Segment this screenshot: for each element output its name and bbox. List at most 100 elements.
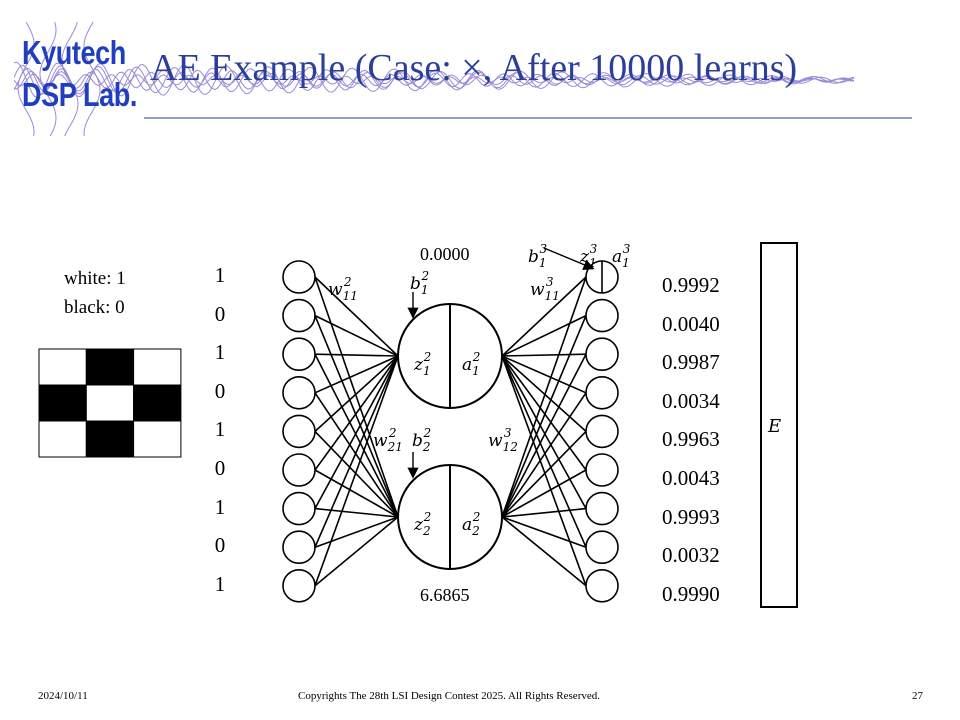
edge-in-6-h2	[314, 469, 399, 518]
label-z1-3: z13	[579, 242, 598, 270]
input-value-9: 1	[214, 571, 226, 596]
edge-h2-out-4	[501, 392, 587, 518]
edge-in-7-h2	[314, 507, 399, 518]
pixel-cell-1-2	[133, 384, 182, 422]
logo-wave-2	[14, 70, 855, 90]
output-neuron-9	[585, 568, 619, 603]
output-value-9: 0.9990	[662, 581, 720, 606]
input-value-1: 1	[214, 263, 226, 287]
pixel-cell-0-0	[38, 348, 87, 386]
edge-h1-out-7	[501, 355, 587, 509]
edge-h1-out-2	[501, 314, 587, 357]
input-neuron-4	[282, 375, 316, 410]
edge-h1-out-5	[501, 355, 587, 432]
output-neuron-6	[585, 453, 619, 487]
output-neuron-7	[585, 491, 619, 526]
output-neuron-2	[585, 298, 619, 333]
edge-in-1-h2	[314, 276, 399, 518]
edge-in-5-h2	[314, 430, 399, 518]
logo-vwave-1	[17, 22, 35, 137]
input-value-6: 0	[214, 456, 226, 480]
label-w12-3: w123	[488, 426, 518, 454]
edge-in-8-h2	[314, 516, 399, 548]
input-neuron-8	[282, 530, 316, 565]
label-a1-3: a13	[612, 242, 631, 270]
input-neuron-1	[282, 260, 316, 294]
input-value-8: 0	[214, 533, 226, 558]
logo-vwave-3	[61, 22, 79, 137]
edge-h2-out-3	[501, 353, 587, 518]
slide-title: AE Example (Case: ×, After 10000 learns)	[150, 47, 798, 89]
edge-in-3-h1	[314, 353, 399, 357]
edge-in-2-h1	[314, 314, 399, 357]
label-b1-3: b13	[528, 242, 548, 270]
edge-h2-out-1	[501, 276, 587, 518]
edge-h2-out-7	[501, 507, 587, 518]
output-neuron-8	[585, 530, 619, 565]
label-b2-2: b22	[412, 426, 431, 454]
label-a1-2: a12	[462, 350, 480, 378]
output-value-1: 0.9992	[662, 273, 720, 297]
edge-h2-out-9	[501, 516, 587, 587]
input-neuron-5	[282, 414, 316, 449]
edge-in-4-h1	[314, 355, 399, 394]
input-neuron-6	[282, 453, 316, 487]
input-value-2: 0	[214, 301, 226, 326]
output-value-6: 0.0043	[662, 466, 720, 490]
output-value-7: 0.9993	[662, 504, 720, 529]
edge-h1-out-3	[501, 353, 587, 357]
output-value-2: 0.0040	[662, 311, 720, 336]
label-w21-2: w212	[373, 426, 403, 454]
edge-h1-out-9	[501, 355, 587, 587]
input-value-7: 1	[214, 494, 226, 519]
edge-h1-out-1	[501, 276, 587, 357]
pixel-cell-1-1	[85, 384, 135, 422]
pixel-cell-2-0	[38, 420, 87, 458]
logo-wave-4	[14, 64, 855, 96]
output-value-5: 0.9963	[662, 427, 720, 452]
label-z1-2: z12	[413, 350, 431, 378]
label-error: E	[767, 416, 781, 437]
bias-arrow-3	[543, 247, 595, 270]
footer-date: 2024/10/11	[38, 690, 88, 702]
input-neuron-2	[282, 298, 316, 333]
edge-h2-out-6	[501, 469, 587, 518]
output-neuron-5	[585, 414, 619, 449]
output-value-8: 0.0032	[662, 543, 720, 568]
edge-h2-out-8	[501, 516, 587, 548]
edge-in-9-h2	[314, 516, 399, 587]
input-value-4: 0	[214, 378, 226, 403]
hidden-top-value: 0.0000	[420, 244, 470, 264]
edge-h1-out-8	[501, 355, 587, 548]
error-box	[760, 242, 798, 608]
legend-white: white: 1	[64, 268, 126, 289]
pixel-cell-2-2	[133, 420, 182, 458]
logo-vwave-2	[39, 22, 57, 137]
label-w11-2: w112	[328, 275, 358, 303]
edge-in-8-h1	[314, 355, 399, 548]
edge-in-6-h1	[314, 355, 399, 471]
edge-in-5-h1	[314, 355, 399, 432]
logo-wave-decoration	[14, 22, 912, 137]
footer-page-number: 27	[912, 690, 923, 702]
output-value-4: 0.0034	[662, 388, 720, 413]
logo-vwave-4	[83, 22, 101, 137]
edge-in-2-h2	[314, 315, 399, 518]
logo-text-line2: DSP Lab.	[22, 76, 138, 113]
pixel-grid	[38, 348, 182, 458]
edge-in-7-h1	[314, 355, 399, 509]
input-neuron-3	[282, 337, 316, 372]
edge-in-1-h1	[314, 276, 399, 357]
edge-h1-out-6	[501, 355, 587, 471]
edge-in-3-h2	[314, 353, 399, 518]
edge-h2-out-2	[501, 315, 587, 518]
logo-wave-5	[14, 61, 855, 98]
logo-text-line1: Kyutech	[22, 34, 126, 71]
hidden-bottom-value: 6.6865	[420, 585, 470, 605]
output-value-3: 0.9987	[662, 350, 720, 375]
input-neuron-7	[282, 491, 316, 526]
footer-copyright: Copyrights The 28th LSI Design Contest 2…	[298, 690, 600, 702]
legend-black: black: 0	[64, 297, 125, 318]
label-z2-2: z22	[413, 510, 431, 538]
